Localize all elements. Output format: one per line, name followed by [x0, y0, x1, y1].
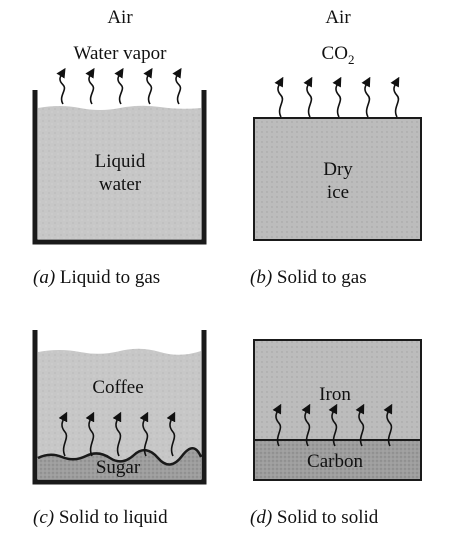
- vapor-arrow: [114, 67, 124, 105]
- co2-arrows: [274, 76, 400, 118]
- sugar-arrow: [166, 411, 176, 457]
- carbon-arrow: [383, 403, 393, 447]
- co2-arrow: [274, 76, 284, 118]
- liquid-label-line1: Liquid: [94, 151, 146, 172]
- vapor-arrows: [56, 67, 182, 105]
- vapor-arrow: [85, 67, 95, 105]
- co2-label: CO2: [322, 44, 355, 66]
- sugar-arrow: [85, 411, 95, 457]
- dry-label-line2: ice: [326, 182, 350, 203]
- sugar-layer: [38, 448, 201, 479]
- co2-arrow: [332, 76, 342, 118]
- sugar-arrow: [112, 411, 122, 457]
- vapor-arrow: [172, 67, 182, 105]
- dry-ice-block: [253, 117, 422, 241]
- caption-a: (a) Liquid to gas: [33, 268, 160, 287]
- caption-b-letter: (b): [250, 267, 273, 288]
- co2-main: CO: [321, 43, 348, 64]
- sugar-boundary: [37, 447, 203, 466]
- caption-c-letter: (c): [33, 507, 55, 528]
- cup-wall: [32, 330, 207, 485]
- coffee-label: Coffee: [92, 377, 144, 398]
- sugar-arrow: [139, 411, 149, 457]
- caption-c-text: Solid to liquid: [58, 507, 168, 528]
- panel-b-air-label: Air: [325, 7, 351, 28]
- panel-a-container: [32, 90, 207, 245]
- co2-arrow: [390, 76, 400, 118]
- iron-label: Iron: [319, 384, 351, 405]
- sugar-label: Sugar: [95, 457, 141, 478]
- caption-d: (d) Solid to solid: [250, 508, 378, 527]
- liquid-water-body: [38, 105, 201, 239]
- co2-arrow: [303, 76, 313, 118]
- carbon-arrows: [272, 403, 393, 447]
- caption-a-text: Liquid to gas: [59, 267, 161, 288]
- dry-label-line1: Dry: [323, 159, 353, 180]
- caption-d-letter: (d): [250, 507, 273, 528]
- water-vapor-label: Water vapor: [73, 43, 167, 64]
- co2-arrow: [361, 76, 371, 118]
- caption-d-text: Solid to solid: [276, 507, 379, 528]
- carbon-arrow: [272, 403, 282, 447]
- carbon-block: [255, 440, 420, 479]
- caption-c: (c) Solid to liquid: [33, 508, 168, 527]
- caption-b: (b) Solid to gas: [250, 268, 367, 287]
- vapor-arrow: [143, 67, 153, 105]
- sugar-arrow: [58, 411, 68, 457]
- caption-b-text: Solid to gas: [276, 267, 367, 288]
- carbon-arrow: [328, 403, 338, 447]
- beaker-wall: [32, 90, 207, 245]
- panel-a-air-label: Air: [107, 7, 133, 28]
- liquid-label-line2: water: [98, 174, 142, 195]
- carbon-arrow: [301, 403, 311, 447]
- carbon-label: Carbon: [307, 451, 363, 472]
- vapor-arrow: [56, 67, 66, 105]
- sugar-arrows: [58, 411, 176, 457]
- caption-a-letter: (a): [33, 267, 56, 288]
- co2-subscript: 2: [347, 51, 355, 67]
- carbon-arrow: [355, 403, 365, 447]
